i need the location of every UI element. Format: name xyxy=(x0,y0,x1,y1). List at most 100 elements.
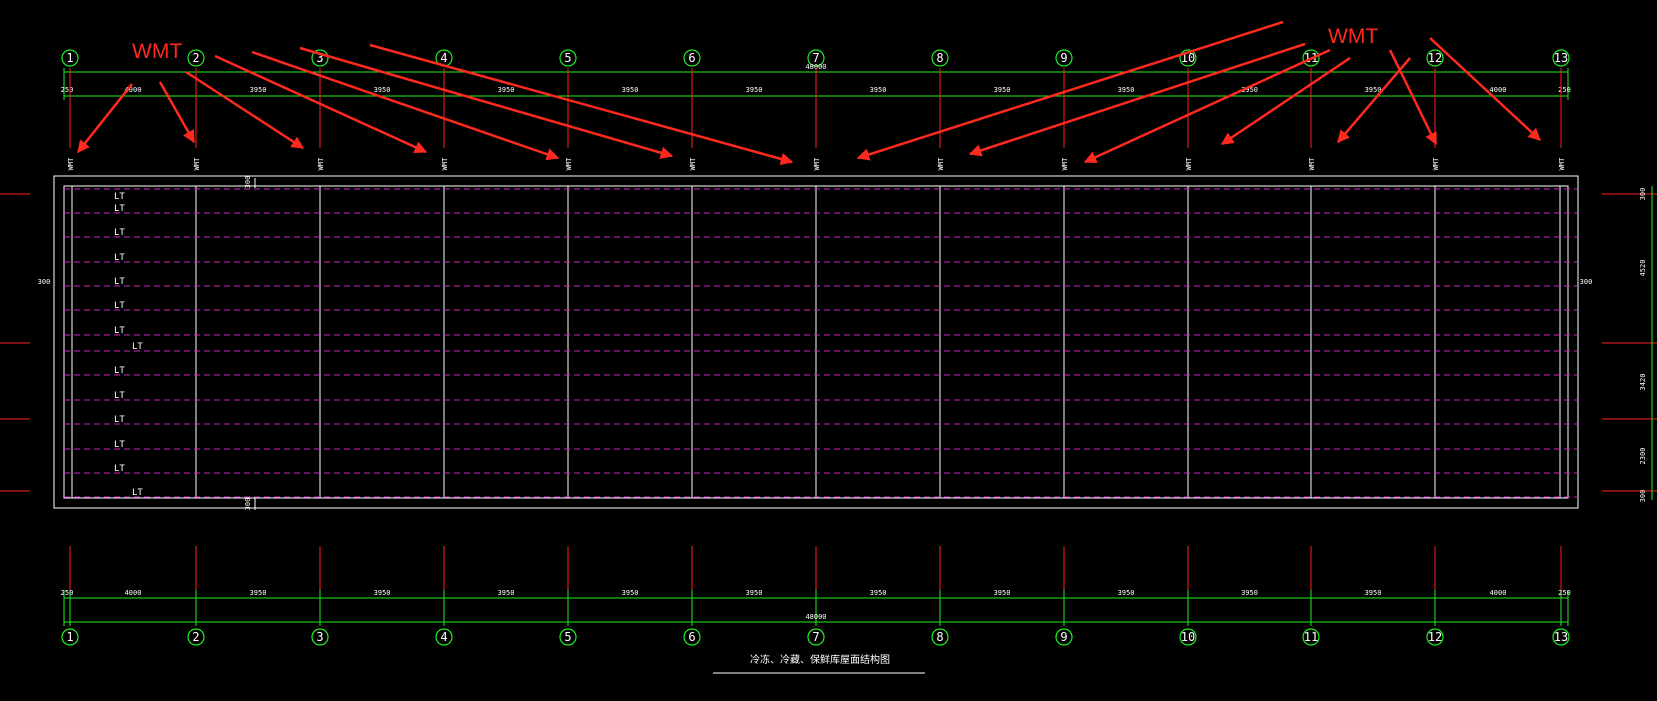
axis-label-13: 13 xyxy=(1554,51,1568,65)
purlin-label: LT xyxy=(114,228,125,238)
purlin-label: LT xyxy=(132,342,143,352)
axis-label-7: 7 xyxy=(812,630,819,644)
axis-bubble-2 xyxy=(187,628,205,646)
column-tag-2: WMT xyxy=(193,157,201,170)
purlin-label: LT xyxy=(114,366,125,376)
column-tag-5: WMT xyxy=(565,157,573,170)
axis-label-6: 6 xyxy=(688,630,695,644)
axis-bubble-10 xyxy=(1179,628,1197,646)
axis-label-6: 6 xyxy=(688,51,695,65)
bottom-dim-segment: 250 xyxy=(1558,589,1571,597)
axis-label-3: 3 xyxy=(316,630,323,644)
axis-bubble-1 xyxy=(61,49,79,67)
axis-label-1: 1 xyxy=(66,630,73,644)
axis-label-7: 7 xyxy=(812,51,819,65)
axis-label-4: 4 xyxy=(440,51,447,65)
top-dim-segment: 3950 xyxy=(870,86,887,94)
axis-bubble-10 xyxy=(1179,49,1197,67)
drawing-title: 冷冻、冷藏、保鲜库屋面结构图 xyxy=(750,653,890,666)
axis-bubble-5 xyxy=(559,628,577,646)
axis-bubble-6 xyxy=(683,49,701,67)
axis-bubble-7 xyxy=(807,628,825,646)
top-dim-segment: 4000 xyxy=(125,86,142,94)
axis-label-5: 5 xyxy=(564,630,571,644)
purlin-label: LT xyxy=(114,204,125,214)
axis-bubble-9 xyxy=(1055,628,1073,646)
annotation-arrow xyxy=(1388,49,1438,146)
annotation-arrow xyxy=(1083,48,1331,164)
overall-dim-text: 48000 xyxy=(805,63,826,71)
axis-bubble-11 xyxy=(1302,49,1320,67)
axis-bubble-2 xyxy=(187,49,205,67)
axis-bubble-12 xyxy=(1426,628,1444,646)
axis-bubble-6 xyxy=(683,628,701,646)
overall-dim-text: 48000 xyxy=(805,613,826,621)
top-dim-segment: 3950 xyxy=(1365,86,1382,94)
plan-outer-outline xyxy=(53,175,1579,509)
edge-mark-bottom: 300 xyxy=(244,498,252,511)
edge-mark-right: 300 xyxy=(1580,278,1593,286)
column-tag-9: WMT xyxy=(1061,157,1069,170)
top-dim-segment: 3950 xyxy=(746,86,763,94)
top-dim-segment: 3950 xyxy=(498,86,515,94)
purlin-label: LT xyxy=(114,326,125,336)
axis-bubble-3 xyxy=(311,49,329,67)
top-dim-segment: 3950 xyxy=(1118,86,1135,94)
bottom-dim-segment: 4000 xyxy=(1490,589,1507,597)
purlin-label: LT xyxy=(114,415,125,425)
annotation-arrow xyxy=(77,83,133,153)
annotation-arrow xyxy=(1337,57,1411,143)
bottom-dim-segment: 3950 xyxy=(622,589,639,597)
axis-label-13: 13 xyxy=(1554,630,1568,644)
axis-label-9: 9 xyxy=(1060,51,1067,65)
axis-bubble-8 xyxy=(931,49,949,67)
column-tag-6: WMT xyxy=(689,157,697,170)
top-dim-segment: 4000 xyxy=(1490,86,1507,94)
top-dim-segment: 250 xyxy=(61,86,74,94)
column-tag-7: WMT xyxy=(813,157,821,170)
annotation-arrows xyxy=(77,20,1541,166)
right-dim-text: 3420 xyxy=(1639,374,1647,391)
edge-mark-top: 300 xyxy=(244,176,252,189)
annotation-arrow xyxy=(1220,56,1351,146)
purlin-label: LT xyxy=(114,253,125,263)
axis-bubble-11 xyxy=(1302,628,1320,646)
axis-bubble-7 xyxy=(807,49,825,67)
axis-label-10: 10 xyxy=(1181,630,1195,644)
axis-label-1: 1 xyxy=(66,51,73,65)
bottom-dim-segment: 3950 xyxy=(1365,589,1382,597)
purlin-label: LT xyxy=(132,488,143,498)
axis-label-12: 12 xyxy=(1428,51,1442,65)
axis-label-9: 9 xyxy=(1060,630,1067,644)
column-tag-10: WMT xyxy=(1185,157,1193,170)
edge-mark-left: 300 xyxy=(38,278,51,286)
annotation-arrow xyxy=(185,70,305,150)
top-dim-segment: 250 xyxy=(1558,86,1571,94)
purlin-label: LT xyxy=(114,277,125,287)
bottom-dim-segment: 3950 xyxy=(374,589,391,597)
annotation-arrow xyxy=(968,42,1306,157)
axis-bubble-13 xyxy=(1552,49,1570,67)
annotation-arrow xyxy=(214,54,428,154)
column-tag-11: WMT xyxy=(1308,157,1316,170)
bottom-dim-segment: 3950 xyxy=(250,589,267,597)
column-tag-4: WMT xyxy=(441,157,449,170)
annotation-arrow xyxy=(251,50,560,161)
bottom-dim-segment: 3950 xyxy=(870,589,887,597)
bottom-dim-segment: 3950 xyxy=(498,589,515,597)
bottom-dim-segment: 3950 xyxy=(1241,589,1258,597)
purlin-label: LT xyxy=(114,192,125,202)
bottom-dim-segment: 3950 xyxy=(746,589,763,597)
right-dim-text: 300 xyxy=(1639,490,1647,503)
axis-label-2: 2 xyxy=(192,51,199,65)
annotation-label-left: WMT xyxy=(132,40,182,63)
roof-plan: 300 300 300 300 xyxy=(38,175,1593,511)
axis-label-11: 11 xyxy=(1304,630,1318,644)
